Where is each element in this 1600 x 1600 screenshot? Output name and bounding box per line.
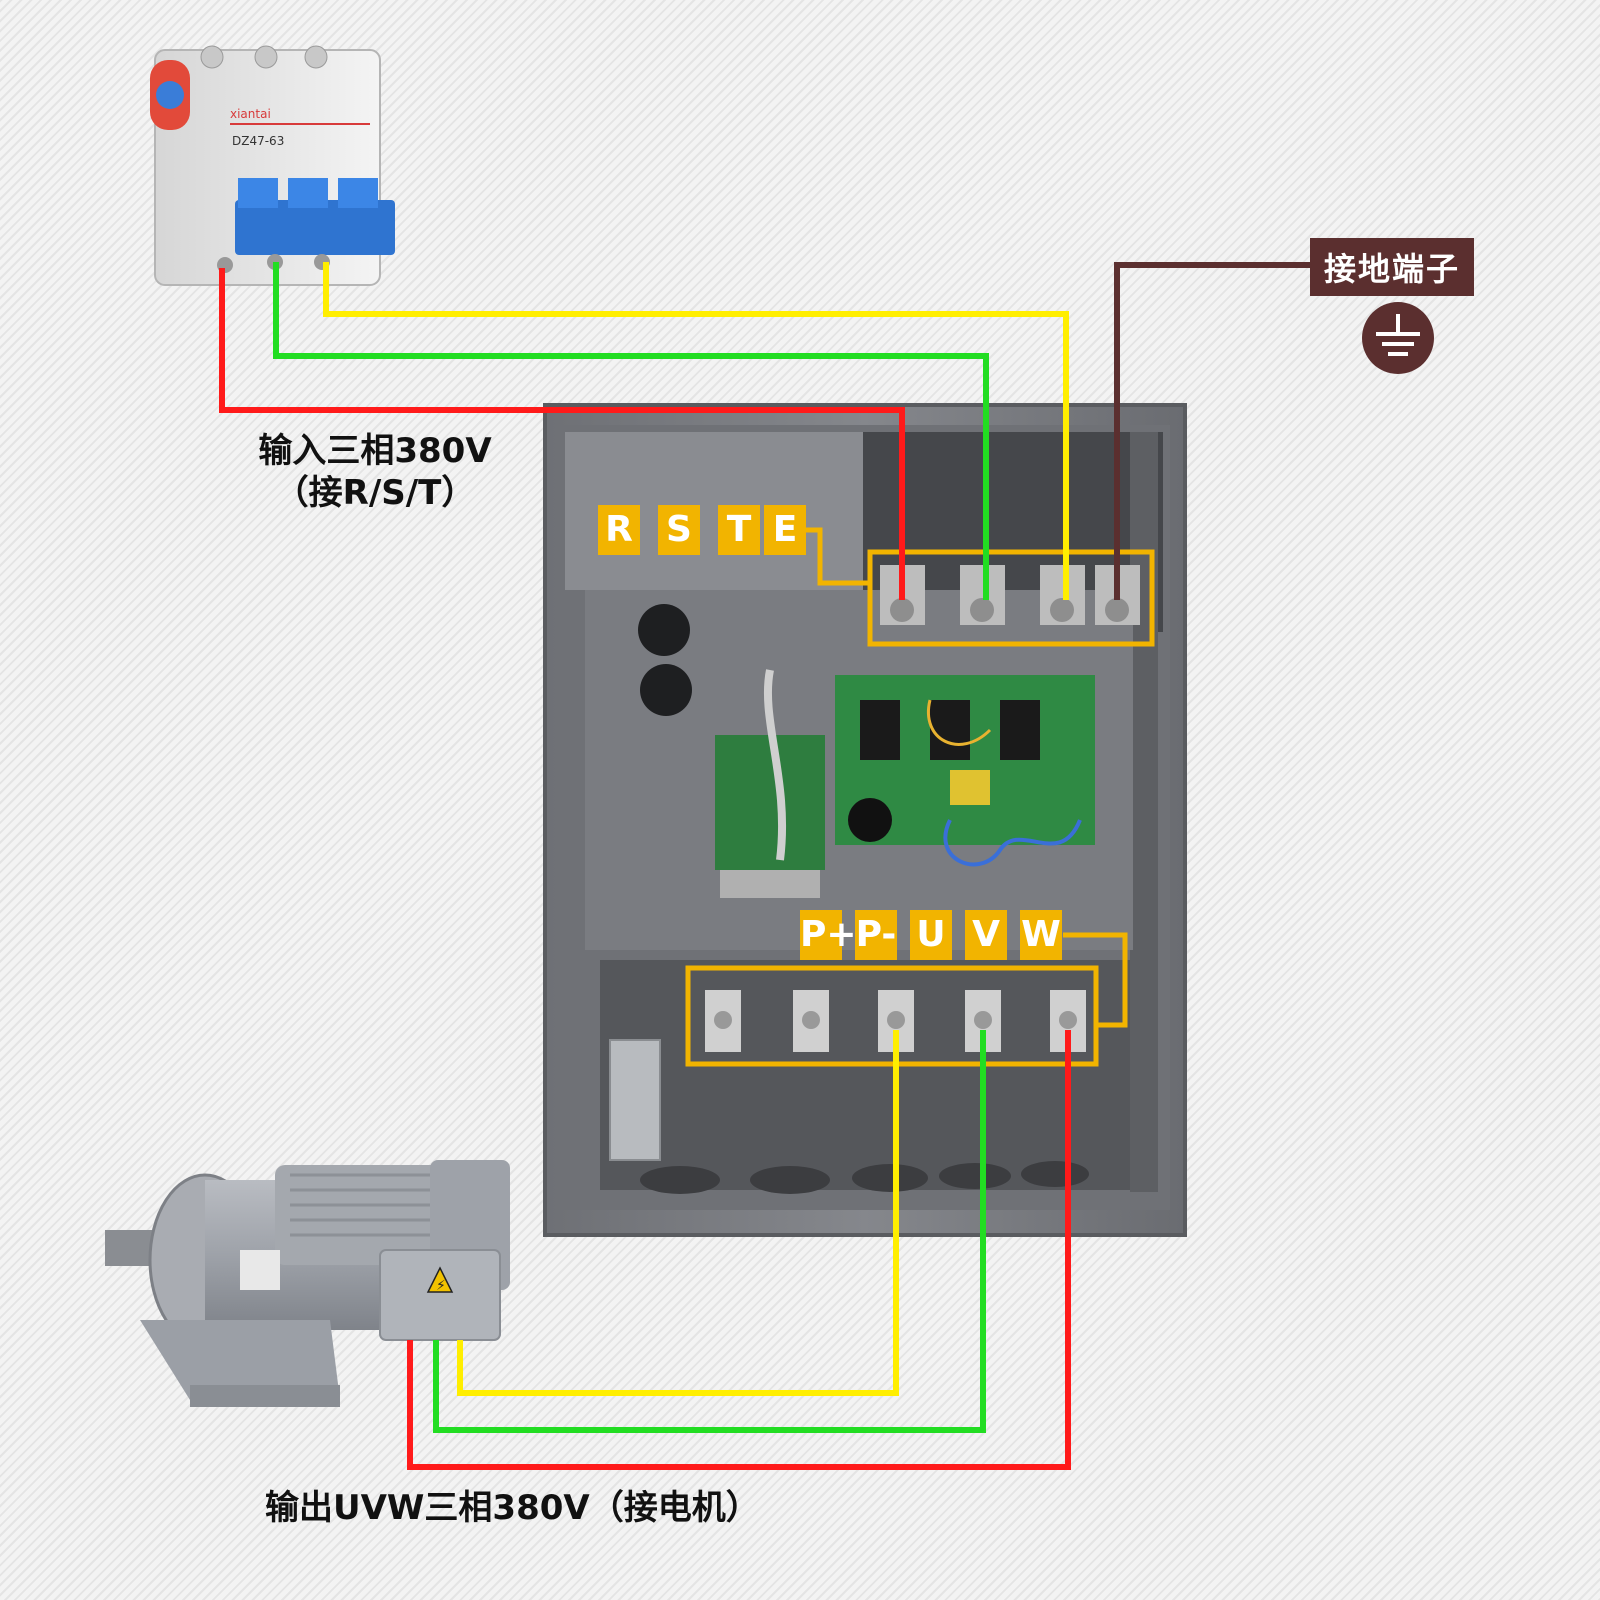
output-caption: 输出UVW三相380V（接电机）	[265, 1488, 760, 1528]
terminal-box	[379, 1249, 501, 1341]
warning-triangle-icon: ⚡	[426, 1266, 454, 1294]
wire-yellow-input	[323, 262, 1069, 600]
terminal-label-e: E	[764, 505, 806, 555]
terminal-label-w: W	[1020, 910, 1062, 960]
motor: ⚡	[105, 1160, 510, 1407]
wire-green-output	[433, 1030, 986, 1433]
breaker-model: DZ47-63	[232, 134, 284, 148]
terminal-label-t: T	[718, 505, 760, 555]
wire-green-input	[273, 262, 989, 600]
wire-ground	[1114, 262, 1310, 600]
inverter-cabinet	[543, 403, 1187, 1237]
output-wires	[407, 1030, 1071, 1470]
input-wires	[219, 262, 1310, 600]
terminal-label-v: V	[965, 910, 1007, 960]
control-board	[715, 669, 1095, 898]
terminal-label-p-minus: P-	[855, 910, 897, 960]
ground-terminal-label: 接地端子	[1310, 238, 1475, 296]
circuit-breaker: xiantai DZ47-63	[150, 45, 395, 286]
cable-knockouts	[640, 1161, 1089, 1194]
terminal-label-r: R	[598, 505, 640, 555]
input-terminal-highlight	[867, 549, 1155, 647]
svg-text:⚡: ⚡	[436, 1278, 446, 1294]
input-caption-line1: 输入三相380V	[258, 431, 492, 471]
ground-symbol-icon	[1362, 302, 1434, 374]
terminal-label-p-plus: P+	[800, 910, 857, 960]
output-terminal-highlight	[685, 965, 1099, 1067]
breaker-brand: xiantai	[230, 107, 271, 121]
terminal-label-u: U	[910, 910, 952, 960]
input-caption-line2: （接R/S/T）	[274, 473, 476, 513]
wire-red-input	[219, 268, 905, 600]
input-caption: 输入三相380V （接R/S/T）	[240, 430, 510, 514]
wire-red-output	[407, 1030, 1071, 1470]
breaker-toggle	[235, 200, 395, 255]
terminal-label-s: S	[658, 505, 700, 555]
wire-yellow-output	[457, 1030, 899, 1396]
